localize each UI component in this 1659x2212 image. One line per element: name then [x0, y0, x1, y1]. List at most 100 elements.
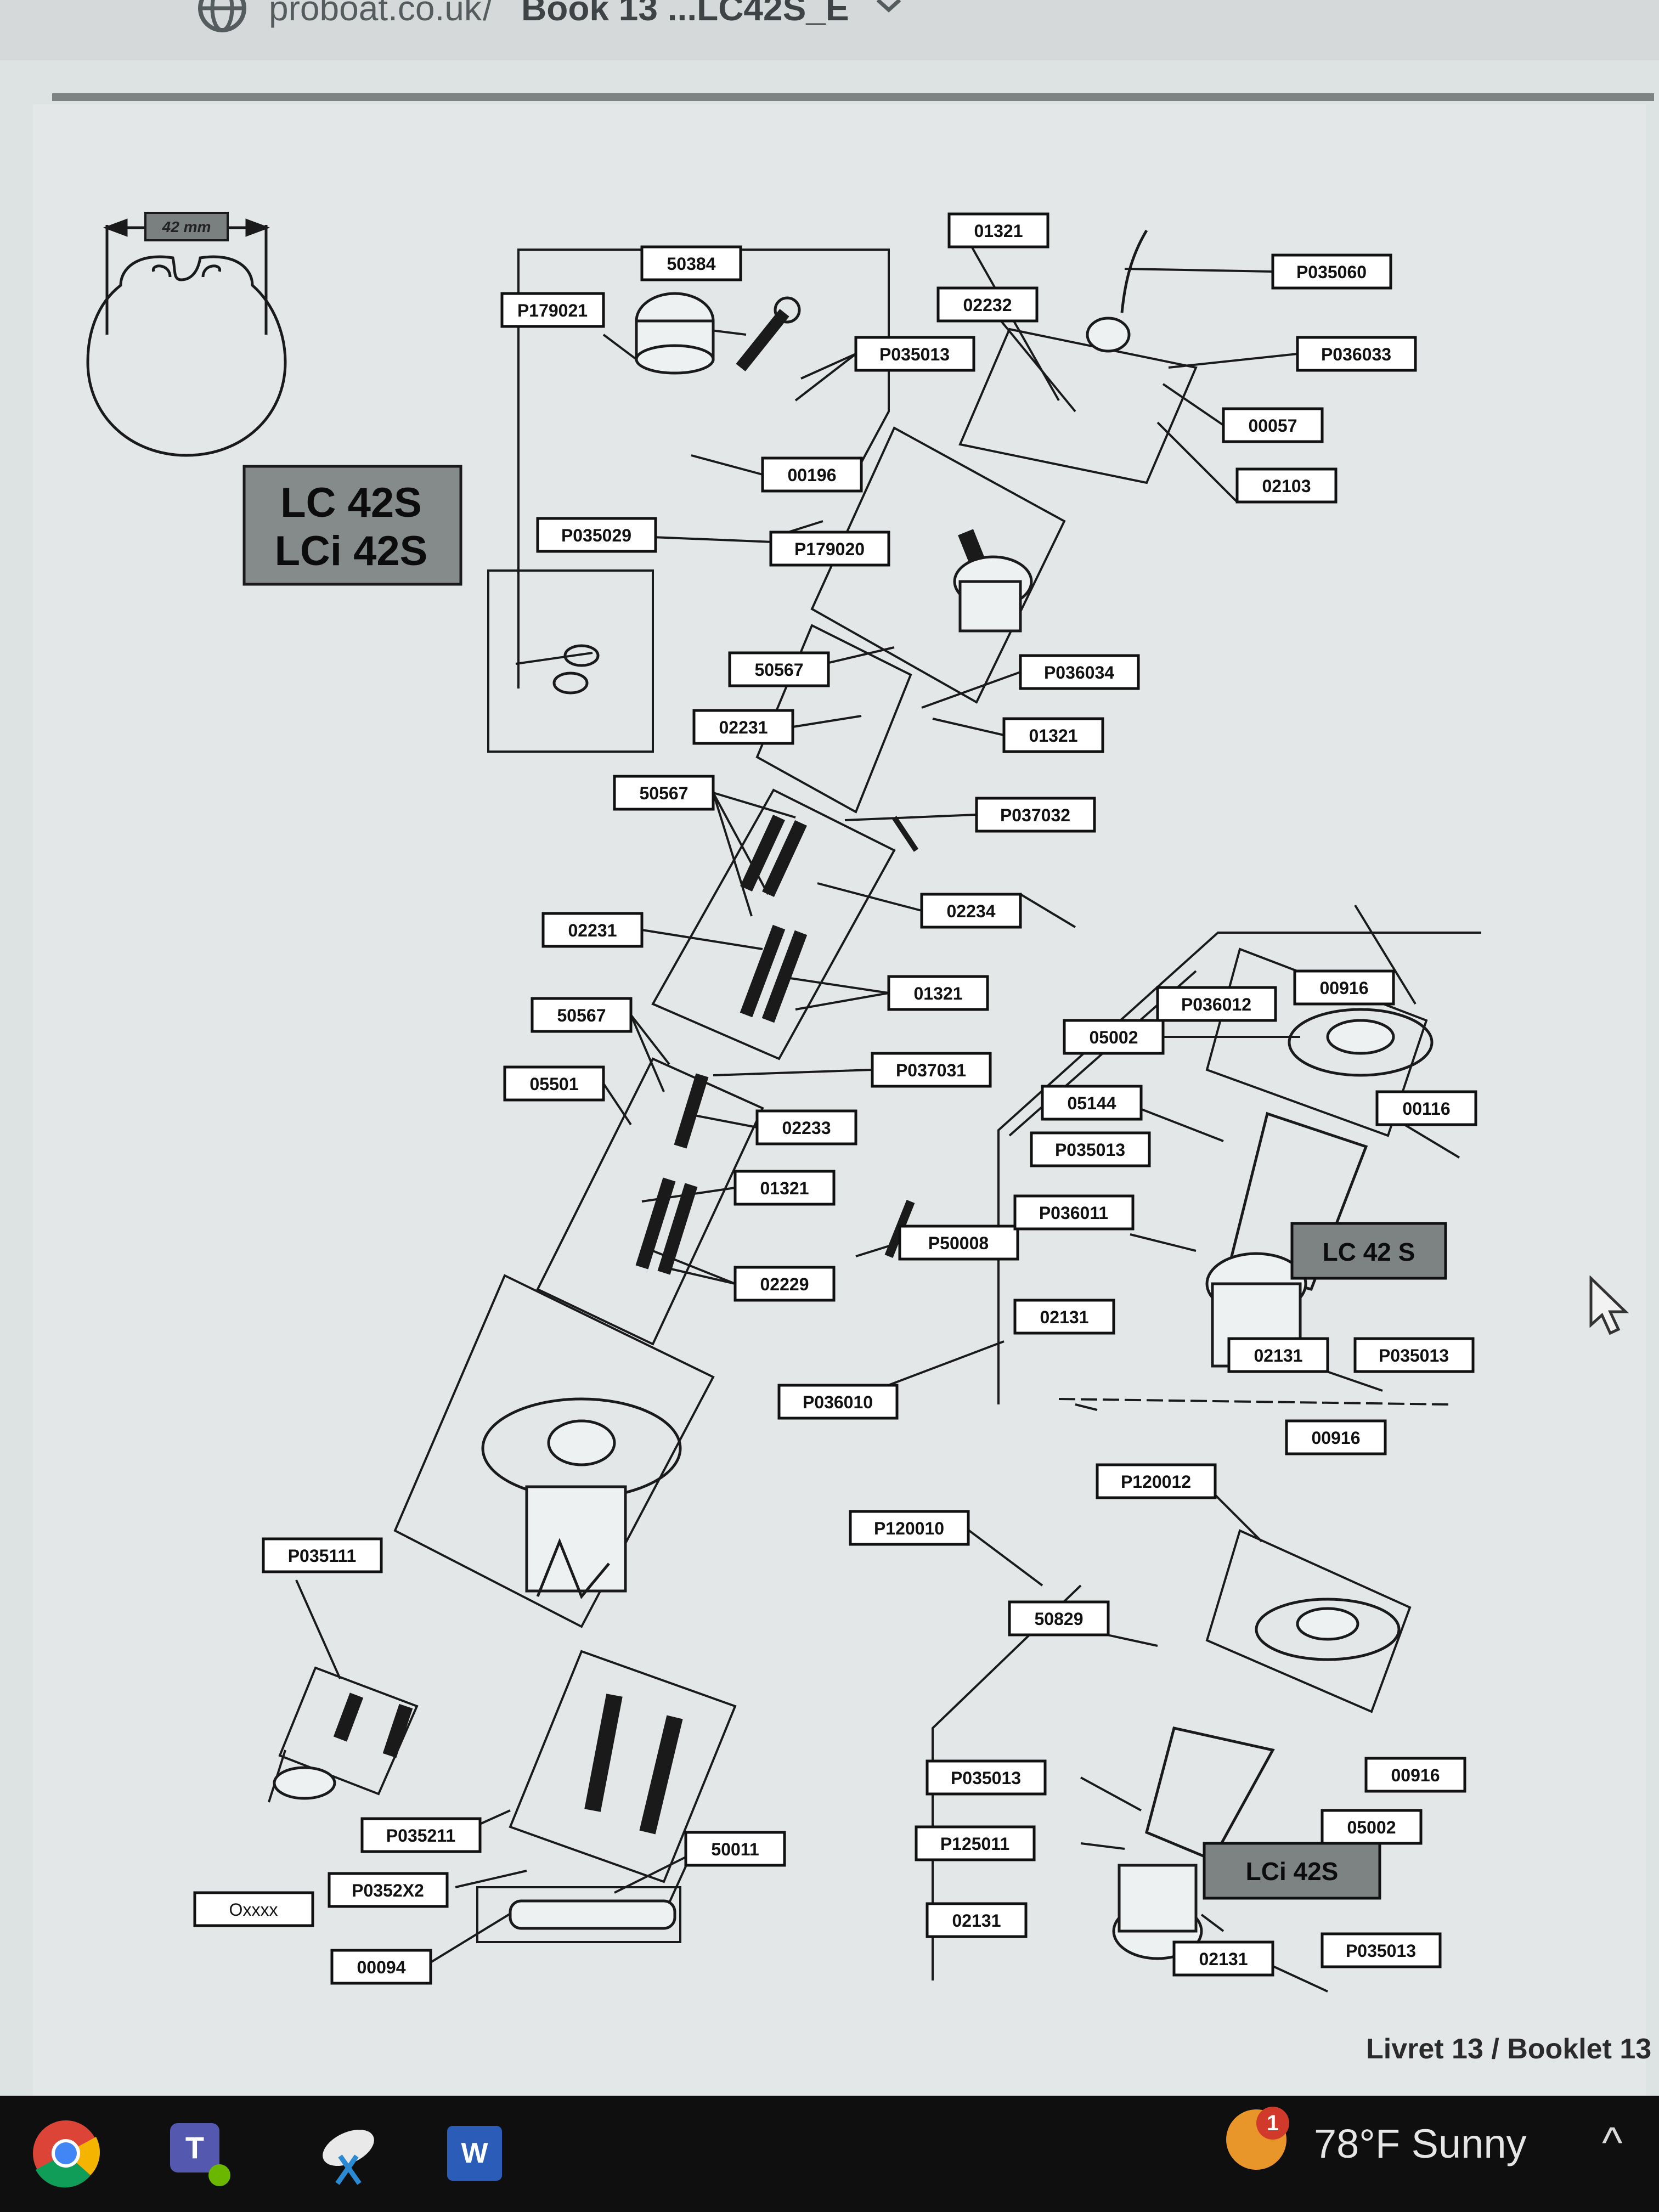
part-label[interactable]: 02103	[1235, 467, 1338, 504]
part-label[interactable]: P035013	[1030, 1131, 1151, 1167]
svg-text:P035013: P035013	[879, 345, 950, 364]
part-label[interactable]: 50384	[640, 245, 742, 281]
part-label[interactable]: 05501	[503, 1065, 605, 1102]
part-label[interactable]: 02131	[1172, 1940, 1274, 1977]
part-label[interactable]: P179021	[500, 292, 605, 328]
part-label[interactable]: 01321	[733, 1170, 836, 1206]
assembly-frames	[278, 249, 1481, 1980]
part-label[interactable]: P036010	[777, 1384, 899, 1420]
part-label[interactable]: 00916	[1364, 1757, 1466, 1793]
svg-text:02234: 02234	[947, 901, 996, 921]
snipping-tool-icon[interactable]	[307, 2112, 390, 2194]
svg-text:P036012: P036012	[1181, 995, 1251, 1014]
word-letter: W	[447, 2126, 502, 2181]
part-label[interactable]: 02131	[926, 1902, 1028, 1938]
part-label[interactable]: 00196	[761, 456, 863, 493]
chrome-icon[interactable]	[25, 2112, 107, 2194]
part-label[interactable]: 01321	[887, 975, 989, 1011]
part-label[interactable]: 01321	[947, 212, 1049, 249]
part-label[interactable]: P035111	[262, 1537, 383, 1573]
part-label[interactable]: P035013	[854, 336, 975, 372]
part-label[interactable]: 50567	[531, 997, 633, 1033]
part-label[interactable]: 50567	[728, 651, 830, 687]
part-label[interactable]: 02233	[755, 1109, 857, 1146]
svg-text:02131: 02131	[952, 1911, 1001, 1931]
part-label[interactable]: 02232	[936, 286, 1039, 323]
part-label[interactable]: 00094	[330, 1949, 432, 1985]
svg-text:00916: 00916	[1391, 1765, 1440, 1785]
part-label[interactable]: 02131	[1227, 1337, 1329, 1373]
breadcrumb-site[interactable]: proboat.co.uk	[269, 0, 482, 28]
svg-text:02231: 02231	[719, 718, 768, 737]
svg-text:02103: 02103	[1262, 476, 1311, 496]
part-label[interactable]: P125011	[915, 1825, 1036, 1861]
chevron-down-icon[interactable]	[872, 0, 905, 16]
svg-text:P036034: P036034	[1044, 663, 1114, 682]
part-label[interactable]: 50829	[1008, 1600, 1110, 1637]
svg-text:00916: 00916	[1320, 978, 1369, 998]
part-label[interactable]: 02229	[733, 1266, 836, 1302]
svg-text:P036011: P036011	[1039, 1203, 1108, 1223]
svg-text:P120012: P120012	[1121, 1472, 1191, 1492]
svg-text:02233: 02233	[782, 1118, 831, 1138]
svg-text:P035111: P035111	[288, 1546, 357, 1566]
part-label[interactable]: P036012	[1156, 986, 1277, 1022]
part-label[interactable]: 02231	[692, 709, 794, 745]
clamp-gauge-drawing	[86, 218, 287, 457]
part-label[interactable]: 05002	[1321, 1809, 1423, 1845]
breadcrumb-document[interactable]: Book 13 ...LC42S_E	[521, 0, 849, 28]
part-label[interactable]: P037032	[975, 797, 1096, 833]
word-icon[interactable]: W	[433, 2112, 516, 2194]
part-label[interactable]: P036033	[1296, 336, 1417, 372]
part-label[interactable]: P035013	[926, 1759, 1047, 1796]
teams-icon[interactable]: T	[159, 2112, 241, 2194]
part-label[interactable]: 01321	[1002, 717, 1104, 753]
svg-text:P037032: P037032	[1000, 805, 1070, 825]
part-label[interactable]: P50008	[898, 1224, 1019, 1261]
svg-text:01321: 01321	[974, 221, 1023, 241]
part-label[interactable]: 02234	[920, 893, 1022, 929]
weather-alert-badge: 1	[1256, 2107, 1289, 2140]
model-line1: LC 42S	[280, 479, 422, 526]
part-label[interactable]: 05002	[1063, 1019, 1165, 1055]
part-label[interactable]: 00057	[1222, 407, 1324, 443]
part-label[interactable]: 05144	[1041, 1085, 1143, 1121]
part-label[interactable]: P036034	[1019, 654, 1140, 690]
chevron-up-icon[interactable]: ^	[1602, 2118, 1623, 2167]
part-label[interactable]: P179020	[769, 531, 890, 567]
part-label[interactable]: Oxxxx	[193, 1891, 314, 1927]
part-label[interactable]: P035013	[1353, 1337, 1475, 1373]
part-label[interactable]: P035029	[536, 517, 657, 553]
weather-text[interactable]: 78°F Sunny	[1314, 2121, 1527, 2166]
part-label[interactable]: P037031	[871, 1052, 992, 1088]
globe-icon	[198, 0, 246, 32]
part-number-labels: P179021 50384 P035013 00196 P035029 P179…	[193, 212, 1477, 1985]
part-label[interactable]: 00916	[1293, 969, 1395, 1006]
taskbar: T W	[0, 2096, 1659, 2212]
part-label[interactable]: P035013	[1321, 1932, 1442, 1968]
part-label[interactable]: 50011	[684, 1831, 786, 1867]
part-label[interactable]: 00916	[1285, 1419, 1387, 1455]
svg-text:01321: 01321	[760, 1178, 809, 1198]
svg-text:00116: 00116	[1402, 1099, 1450, 1119]
svg-text:P179021: P179021	[517, 301, 588, 320]
part-label[interactable]: P0352X2	[328, 1872, 449, 1908]
part-label[interactable]: 02231	[541, 912, 644, 948]
svg-text:P035013: P035013	[1346, 1941, 1416, 1961]
svg-text:P035013: P035013	[951, 1768, 1021, 1788]
svg-text:50011: 50011	[711, 1839, 759, 1859]
part-label[interactable]: P035211	[360, 1817, 482, 1853]
lci-variant-label: LCi 42S	[1246, 1857, 1339, 1886]
svg-text:P037031: P037031	[896, 1060, 966, 1080]
part-label[interactable]: P120012	[1096, 1463, 1217, 1499]
svg-text:02131: 02131	[1040, 1307, 1089, 1327]
svg-text:01321: 01321	[1029, 726, 1078, 746]
part-label[interactable]: 02131	[1013, 1299, 1115, 1335]
part-label[interactable]: P120010	[849, 1510, 970, 1546]
part-label[interactable]: P036011	[1013, 1194, 1135, 1231]
svg-text:00196: 00196	[788, 465, 837, 485]
part-label[interactable]: 50567	[613, 775, 715, 811]
part-label[interactable]: 00116	[1375, 1090, 1477, 1126]
part-label[interactable]: P035060	[1271, 253, 1392, 290]
svg-text:00057: 00057	[1249, 416, 1297, 436]
